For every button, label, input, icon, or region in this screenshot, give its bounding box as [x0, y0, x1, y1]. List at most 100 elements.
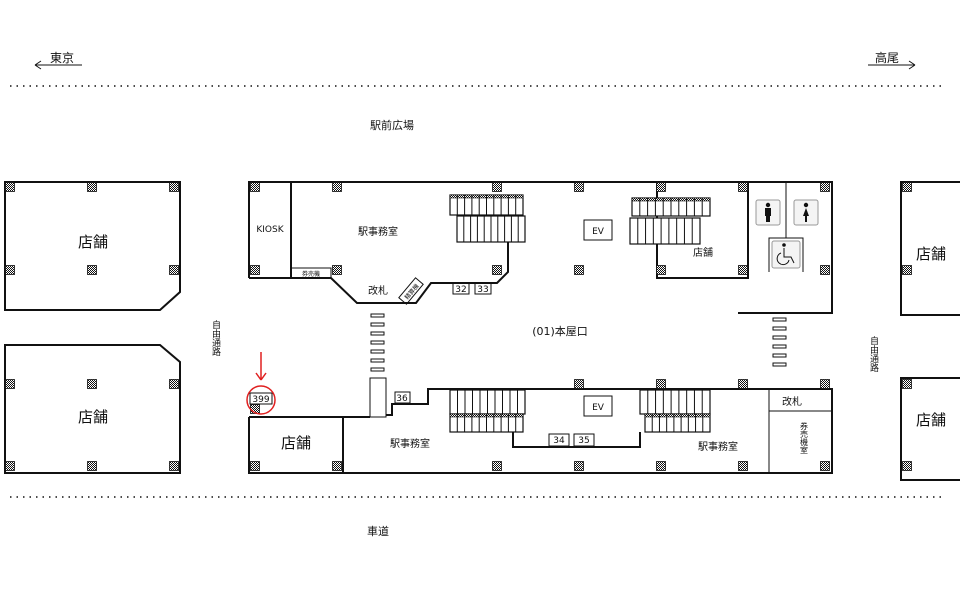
pillar [738, 182, 748, 192]
stairs-group [449, 194, 711, 433]
pillar [492, 461, 502, 471]
stairs [449, 194, 524, 216]
gate-bar [370, 322, 385, 327]
kiosk-label: KIOSK [256, 225, 284, 235]
lower-wall [248, 388, 833, 474]
pillar [656, 379, 666, 389]
number-399: 399 [252, 395, 269, 405]
pillar [492, 265, 502, 275]
exit-name-label: (01)本屋口 [532, 324, 588, 338]
pillar [820, 265, 830, 275]
number-399-box [249, 392, 273, 405]
pillar [332, 461, 342, 471]
pillar [574, 379, 584, 389]
gate-bar [370, 358, 385, 363]
pillar [5, 182, 15, 192]
road-label: 車道 [367, 524, 389, 538]
gate-bar [772, 317, 787, 322]
number-33: 33 [477, 285, 488, 295]
ticket-gate-label: 改札 [368, 284, 388, 297]
plaza-label: 駅前広場 [370, 118, 414, 132]
stairs [639, 389, 711, 415]
pillar [87, 461, 97, 471]
arrow-left-icon [34, 60, 82, 70]
restroom-female-icon [793, 199, 819, 226]
ticket-gate-bars [370, 313, 787, 372]
pillar [656, 461, 666, 471]
shop-left-top [4, 181, 181, 311]
shop-label: 店舗 [916, 245, 946, 263]
stairs [456, 215, 526, 243]
stairs [449, 389, 526, 415]
pillar [169, 461, 179, 471]
restroom-walls [768, 182, 804, 272]
pillar [902, 265, 912, 275]
pillar [87, 265, 97, 275]
number-32-box [452, 282, 470, 295]
elevator-label: EV [592, 227, 605, 237]
gate-bar [772, 344, 787, 349]
shop-label: 店舗 [78, 408, 108, 426]
gate-bar [370, 340, 385, 345]
shop-label: 店舗 [78, 233, 108, 251]
restroom-male-icon [755, 199, 781, 226]
upper-inner-wall [249, 218, 509, 304]
pillar [250, 182, 260, 192]
pillar [5, 265, 15, 275]
gate-bar [370, 313, 385, 318]
pillar [87, 182, 97, 192]
pillar [169, 379, 179, 389]
stairs [629, 217, 701, 245]
direction-takao-label: 高尾 [875, 50, 899, 65]
number-36-box [394, 391, 411, 404]
number-35-box [573, 433, 595, 447]
arrow-right-icon [868, 60, 916, 70]
pillar [574, 182, 584, 192]
number-32: 32 [455, 285, 466, 295]
gate-bar [772, 326, 787, 331]
station-office-label: 駅事務室 [390, 437, 430, 450]
highlight-circle [246, 385, 276, 415]
shop-label: 店舗 [916, 411, 946, 429]
shop-left-bottom [4, 344, 181, 474]
shop-right-top [900, 181, 960, 316]
elevator-top [583, 219, 613, 241]
pillar [332, 265, 342, 275]
ticket-machine-box [290, 267, 332, 279]
number-34: 34 [553, 436, 565, 446]
pillar [820, 461, 830, 471]
direction-tokyo-label: 東京 [50, 51, 74, 65]
pillar [169, 182, 179, 192]
pillar [492, 182, 502, 192]
fare-adjust-machine: 精算機 [398, 277, 424, 305]
direction-takao: 高尾 [868, 50, 916, 70]
ticket-room-label: 券売機室 [800, 421, 809, 454]
pillars [5, 182, 912, 471]
pillar [820, 379, 830, 389]
pillar [902, 182, 912, 192]
ticket-gate-label: 改札 [782, 395, 802, 408]
highlight-arrow-icon [255, 352, 267, 381]
shop-right-bottom [900, 377, 960, 481]
accessible-toilet-icon [771, 240, 801, 269]
shop-label: 店舗 [693, 246, 713, 259]
number-35: 35 [578, 436, 589, 446]
number-33-box [474, 282, 492, 295]
pillar [738, 265, 748, 275]
station-office-label: 駅事務室 [358, 225, 398, 238]
pillar [574, 265, 584, 275]
pillar [332, 182, 342, 192]
pillar [574, 461, 584, 471]
number-36: 36 [396, 394, 408, 404]
pillar [738, 461, 748, 471]
gate-bar [772, 353, 787, 358]
free-passage-label-right: 自由通路 [868, 335, 879, 373]
pillar [169, 265, 179, 275]
gate-bar [370, 367, 385, 372]
pillar [250, 265, 260, 275]
gate-bar [772, 335, 787, 340]
column-box [369, 377, 387, 418]
direction-tokyo: 東京 [34, 51, 82, 70]
gate-room-walls [768, 389, 832, 473]
